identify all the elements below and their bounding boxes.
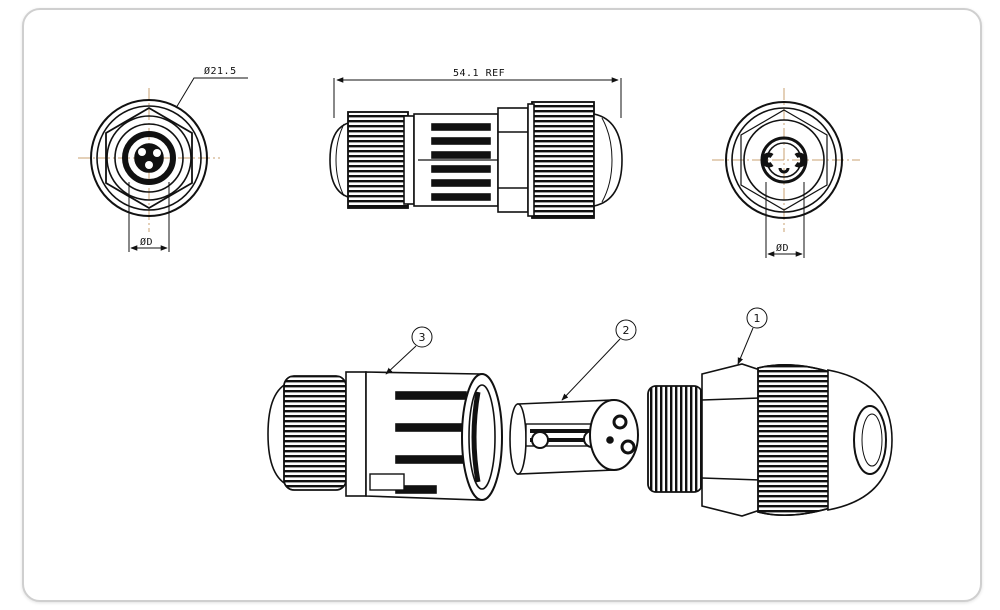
part-2-insert: [509, 399, 639, 475]
dimension-outer-diameter-label: Ø21.5: [204, 65, 237, 77]
end-view-left: [78, 88, 220, 232]
part-3-sleeve: [267, 371, 503, 501]
callout-3: 3: [385, 326, 433, 375]
callout-2-label: 2: [623, 324, 630, 337]
end-view-right: [712, 88, 860, 232]
dimension-outer-diameter: Ø21.5: [175, 65, 248, 109]
callout-3-label: 3: [419, 331, 426, 344]
side-view-assembled: [329, 77, 623, 219]
dimension-d-right: [765, 182, 805, 258]
dimension-length-label: 54.1 REF: [453, 68, 505, 79]
part-1-gland: [647, 363, 893, 517]
dimension-d-left-label: ØD: [140, 236, 153, 248]
callout-2: 2: [561, 319, 637, 401]
dimension-d-left: [128, 182, 170, 252]
dimension-d-right-label: ØD: [776, 242, 789, 254]
callout-1: 1: [737, 307, 768, 365]
callout-1-label: 1: [754, 312, 761, 325]
